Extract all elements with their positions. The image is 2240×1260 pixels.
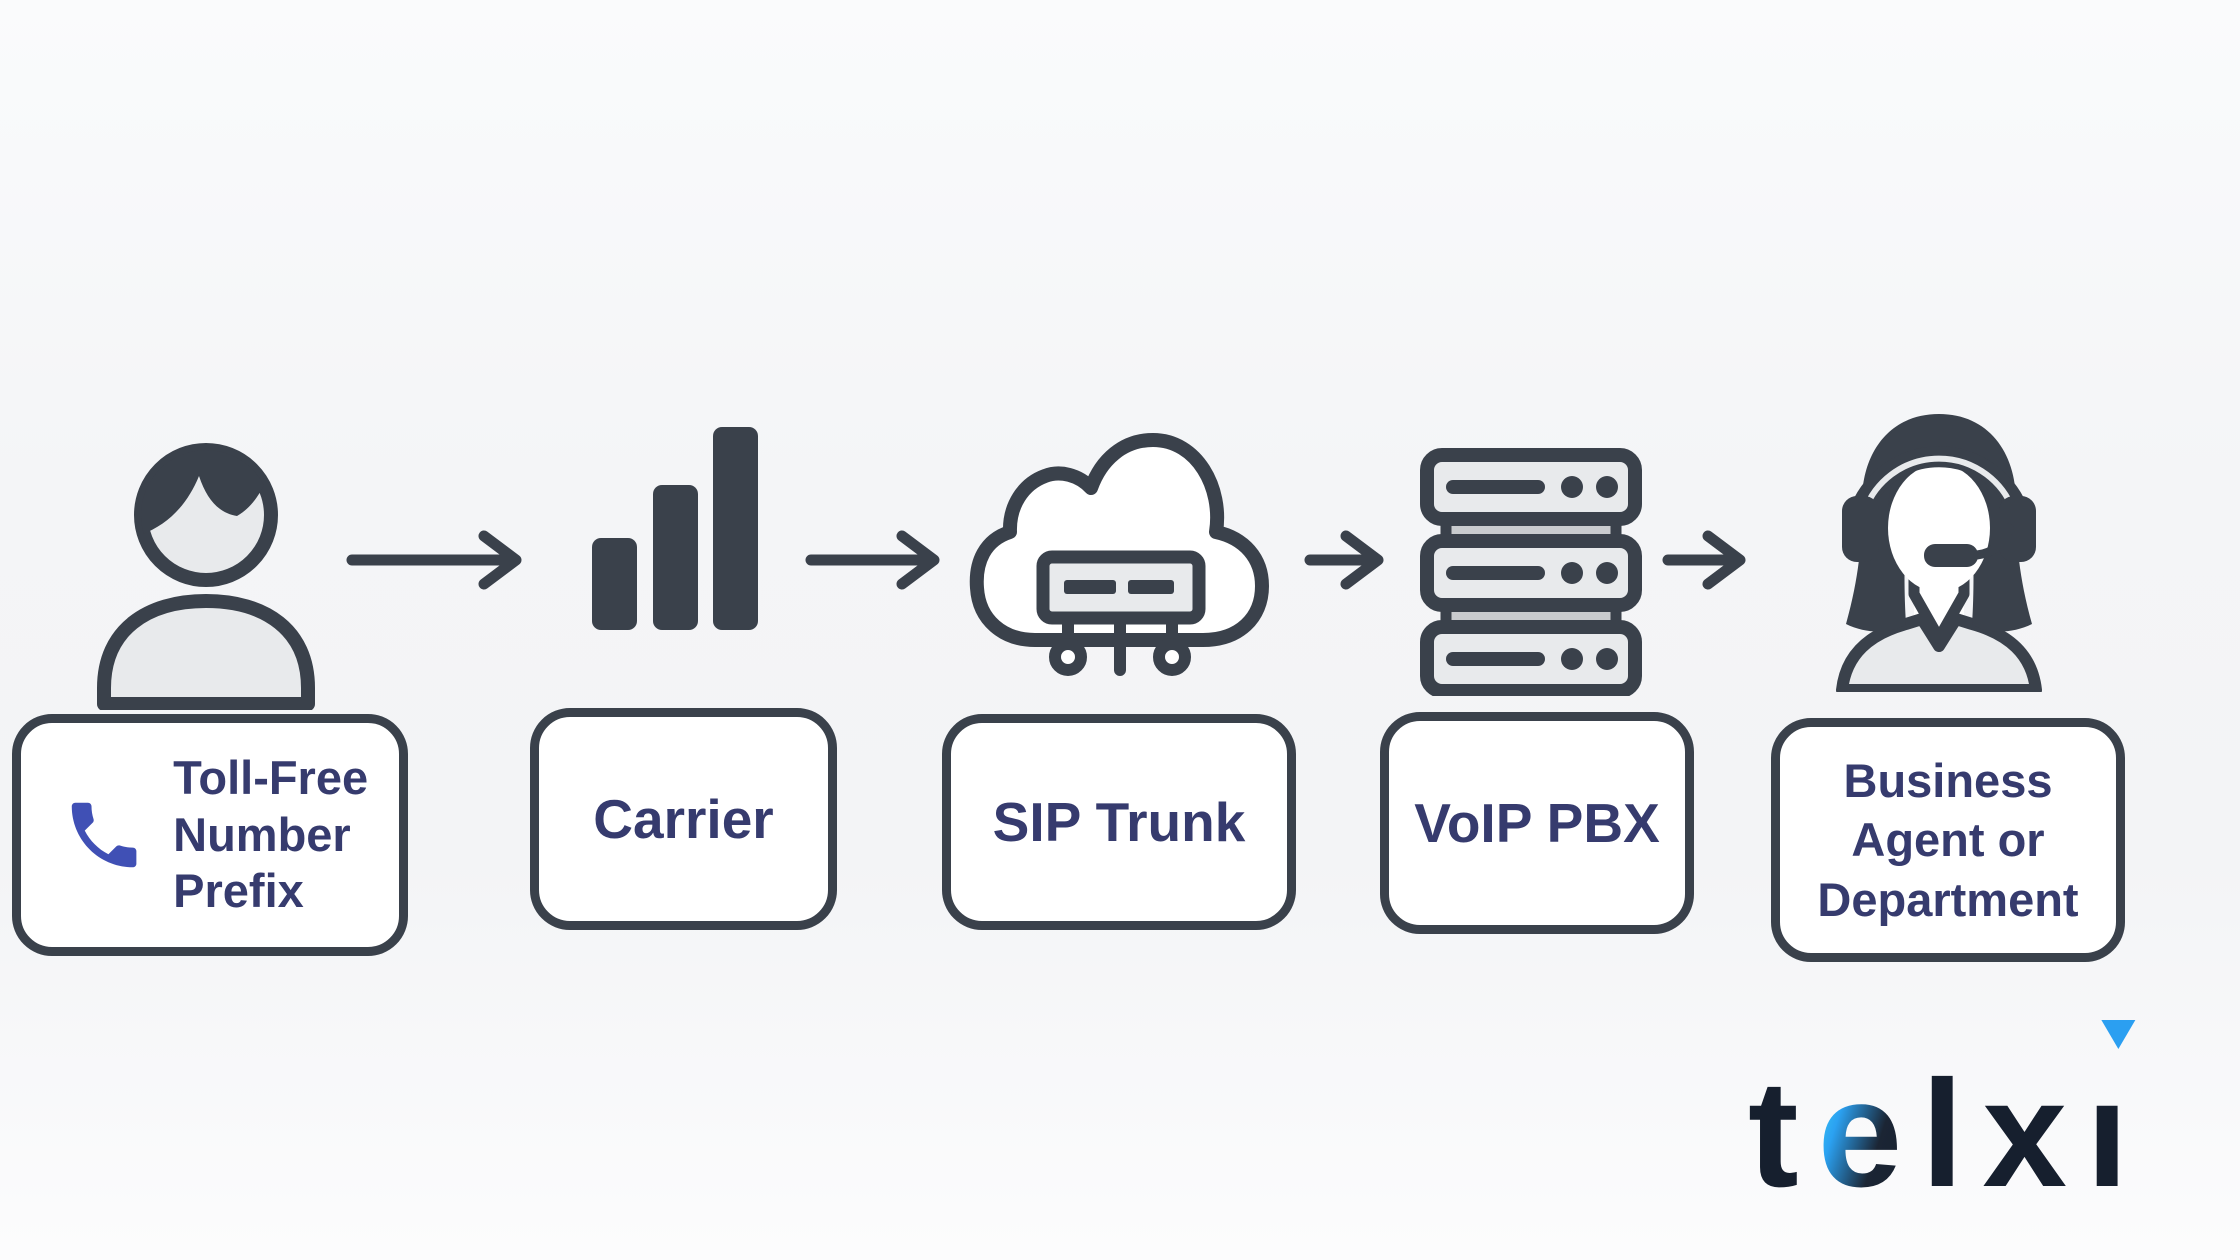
logo-letter-i: ı (2086, 1020, 2147, 1210)
flow-box-label: SIP Trunk (992, 791, 1246, 853)
flow-arrow (1662, 530, 1746, 590)
flow-box-voip-pbx: VoIP PBX (1380, 712, 1694, 934)
cloud-switch-icon (969, 433, 1269, 676)
logo-letter-e: e (1817, 1049, 1922, 1219)
phone-icon (71, 802, 137, 868)
flow-arrow (805, 530, 940, 590)
flow-box-sip-trunk: SIP Trunk (942, 714, 1296, 930)
flow-arrow (1304, 530, 1384, 590)
flow-box-label: Carrier (593, 788, 774, 850)
flow-box-label: VoIP PBX (1414, 792, 1660, 854)
logo-triangle-dot-icon (2100, 1020, 2135, 1049)
flow-box-business-agent-or-department: Business Agent or Department (1771, 718, 2125, 962)
flow-box-toll-free-number-prefix: Toll-Free Number Prefix (12, 714, 408, 956)
server-stack-icon (1420, 448, 1642, 696)
flow-box-label: Toll-Free Number Prefix (173, 751, 369, 918)
user-icon (97, 443, 315, 710)
support-agent-icon (1836, 414, 2042, 692)
logo-letter-x: x (1982, 1049, 2086, 1219)
logo-letter-l: l (1921, 1049, 1983, 1219)
flow-box-carrier: Carrier (530, 708, 837, 930)
flow-box-label: Business Agent or Department (1817, 754, 2079, 926)
logo-letter-t: t (1748, 1049, 1818, 1219)
flow-arrow (346, 530, 522, 590)
signal-bars-icon (592, 427, 758, 630)
